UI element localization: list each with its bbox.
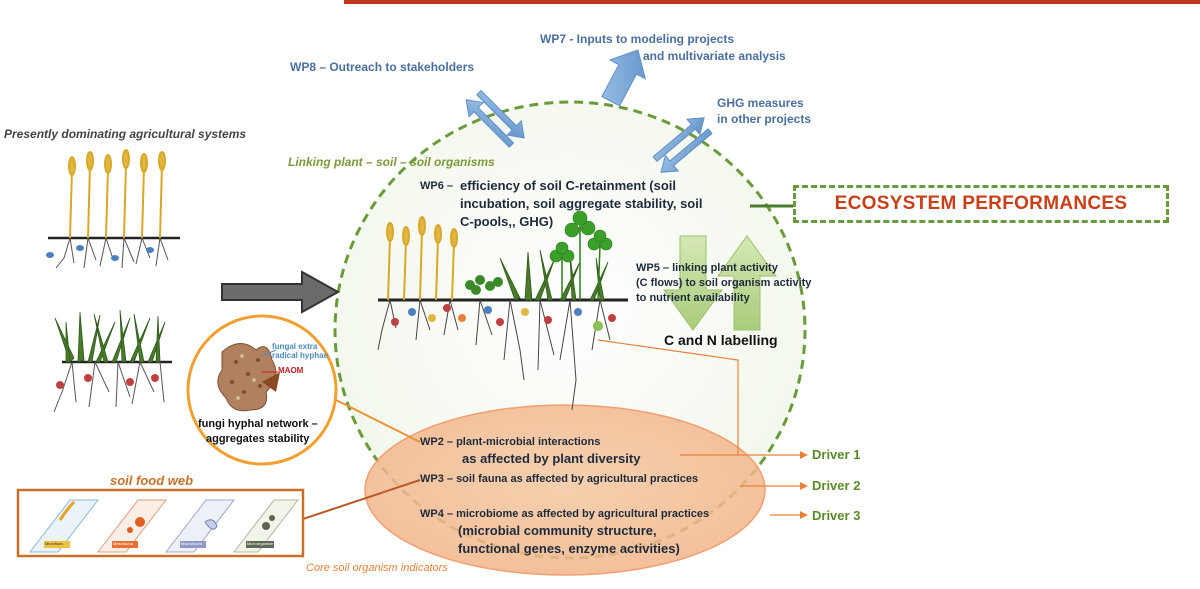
ghg-double-arrow bbox=[652, 117, 713, 173]
root-to-driver-line bbox=[597, 339, 739, 455]
food-web-tag-3: Macrofauna bbox=[181, 541, 203, 546]
wp2-line2: as affected by plant diversity bbox=[462, 451, 641, 466]
core-indicators-label: Core soil organism indicators bbox=[306, 562, 448, 574]
up-green-arrow bbox=[717, 235, 777, 331]
presently-label: Presently dominating agricultural system… bbox=[4, 127, 247, 141]
wp2-line1: WP2 – plant-microbial interactions bbox=[420, 436, 601, 448]
driver-3-label: Driver 3 bbox=[812, 508, 861, 523]
wp6-prefix: WP6 – bbox=[420, 180, 454, 192]
driver-2-label: Driver 2 bbox=[812, 478, 861, 493]
linking-label: Linking plant – soil – soil organisms bbox=[288, 155, 495, 169]
soil-aggregate-picture bbox=[217, 343, 280, 412]
fungi-caption-line2: aggregates stability bbox=[206, 433, 310, 445]
driver-1-label: Driver 1 bbox=[812, 447, 861, 462]
food-web-tag-2: Mesofauna bbox=[113, 541, 133, 546]
wp4-line1: WP4 – microbiome as affected by agricult… bbox=[420, 508, 710, 520]
maom-label: MAOM bbox=[278, 366, 304, 375]
circle-plants bbox=[377, 210, 628, 411]
wheat-system bbox=[46, 149, 180, 269]
ecosystem-performances-box: ECOSYSTEM PERFORMANCES bbox=[793, 185, 1169, 223]
transition-arrow bbox=[221, 270, 341, 314]
wp6-line1: efficiency of soil C-retainment (soil bbox=[460, 178, 676, 193]
wp5-line1: WP5 – linking plant activity bbox=[636, 262, 778, 274]
fungi-caption-line1: fungi hyphal network – bbox=[198, 418, 318, 430]
ghg-label-line1: GHG measures bbox=[717, 96, 804, 110]
wp3-label: WP3 – soil fauna as affected by agricult… bbox=[420, 473, 699, 485]
soil-food-web-label: soil food web bbox=[110, 473, 194, 488]
ghg-label-line2: in other projects bbox=[717, 112, 812, 126]
wp8-label: WP8 – Outreach to stakeholders bbox=[290, 60, 475, 74]
wp4-line3: functional genes, enzyme activities) bbox=[458, 541, 680, 556]
wp5-line3: to nutrient availability bbox=[636, 292, 750, 304]
wp4-line2: (microbial community structure, bbox=[458, 523, 657, 538]
wp5-line2: (C flows) to soil organism activity bbox=[636, 277, 812, 289]
wp6-line2: incubation, soil aggregate stability, so… bbox=[460, 196, 703, 211]
foodweb-to-wp3-line bbox=[299, 479, 421, 521]
food-web-tag-1: Microflora bbox=[45, 541, 63, 546]
core-ellipse bbox=[364, 404, 766, 576]
fungi-to-wp2-line bbox=[335, 399, 421, 443]
grass-system bbox=[53, 309, 172, 413]
hyphae-label-line2: radical hyphae bbox=[272, 351, 329, 360]
hyphae-label-line1: fungal extra bbox=[272, 342, 318, 351]
cn-labelling-label: C and N labelling bbox=[664, 332, 778, 348]
food-web-cards bbox=[28, 499, 300, 553]
wp6-line3: C-pools,, GHG) bbox=[460, 214, 554, 229]
wp7-label-line2: and multivariate analysis bbox=[643, 49, 786, 63]
top-rule bbox=[344, 0, 1200, 4]
wp7-label-line1: WP7 - Inputs to modeling projects bbox=[540, 32, 735, 46]
wp8-double-arrow bbox=[465, 89, 525, 148]
ecosystem-performances-label: ECOSYSTEM PERFORMANCES bbox=[834, 193, 1128, 214]
down-green-arrow bbox=[663, 235, 723, 331]
food-web-tag-4: Microorganisms bbox=[247, 541, 273, 546]
wp7-arrow bbox=[601, 49, 647, 107]
